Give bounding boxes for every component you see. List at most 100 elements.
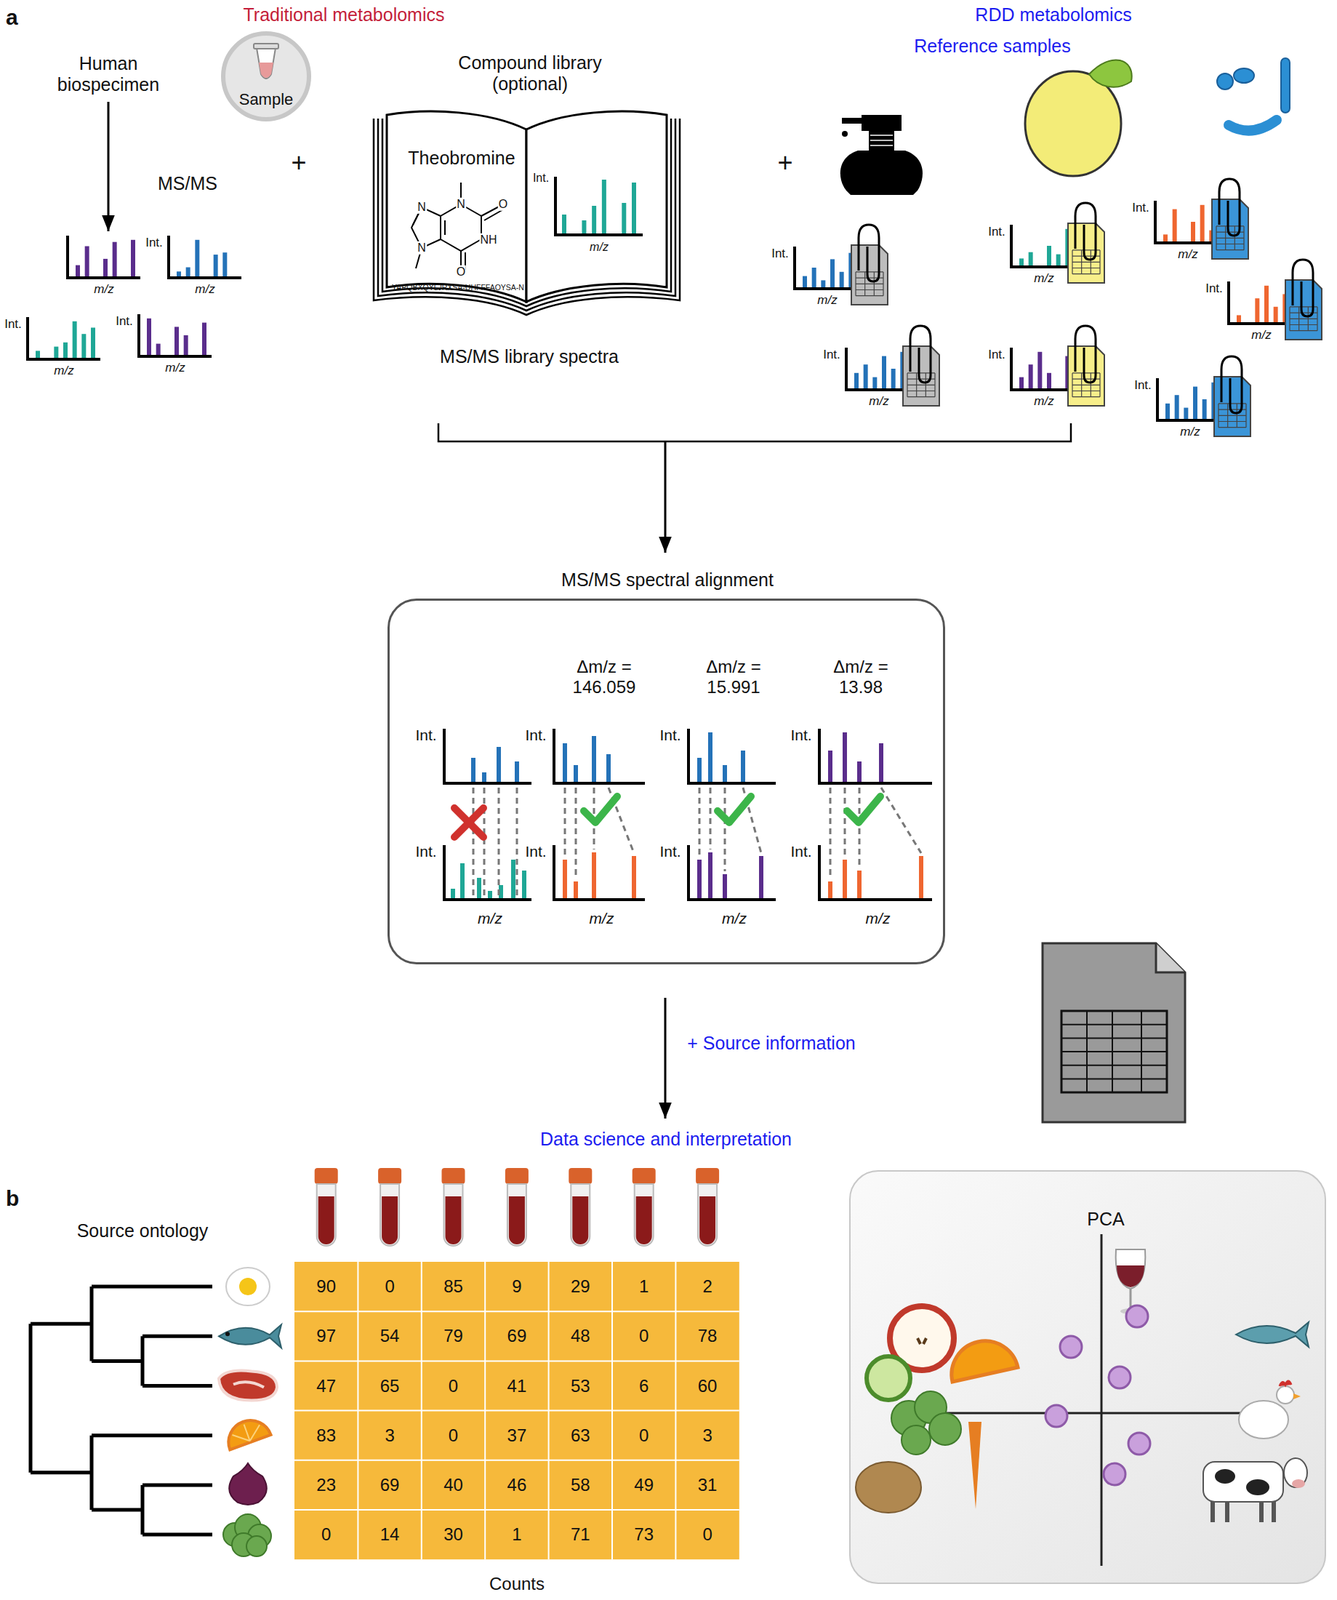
- spectrum-peak: [606, 753, 611, 782]
- group-heading: Reference samples: [913, 35, 1071, 57]
- file-grid: [1099, 372, 1100, 397]
- axis-label: m/z: [53, 363, 74, 379]
- axis-label: m/z: [868, 394, 889, 409]
- file-grid: [1072, 384, 1100, 386]
- axis-label: m/z: [865, 909, 891, 927]
- chicken-beak: [1293, 1392, 1301, 1399]
- axis-label: Int.: [524, 842, 546, 861]
- spectrum-peak: [112, 242, 118, 277]
- file-grid: [1081, 250, 1082, 275]
- file-grid: [934, 372, 935, 397]
- blood-tube-cap: [568, 1167, 592, 1184]
- spectrum-peak: [581, 220, 586, 234]
- chicken-comb: [1279, 1380, 1292, 1386]
- alignment-panel: [819, 728, 933, 900]
- spectrum-peak: [63, 342, 68, 358]
- count-cell: 79: [443, 1326, 464, 1347]
- soap-drop: [841, 130, 848, 137]
- spectrum-peak: [511, 859, 516, 898]
- file-grid: [1218, 420, 1247, 422]
- section-heading: RDD metabolomics: [974, 4, 1132, 26]
- spectrum-peak: [1190, 221, 1196, 242]
- count-cell: 58: [570, 1474, 591, 1495]
- axis-label: m/z: [1033, 271, 1054, 286]
- file-grid: [1071, 250, 1073, 275]
- alignment-dash: [858, 787, 861, 868]
- sample-score-dot: [1103, 1462, 1126, 1485]
- spectrum-peak: [697, 757, 702, 782]
- table-grid: [294, 1310, 740, 1312]
- wine: [1116, 1265, 1145, 1287]
- spectrum-peak: [1236, 314, 1242, 323]
- blood-tube-cap: [314, 1167, 339, 1184]
- table-grid: [294, 1409, 740, 1412]
- data-file-icon: [851, 245, 888, 305]
- mass-shift: Δm/z = 13.98: [817, 656, 905, 697]
- count-cell: 69: [507, 1326, 528, 1347]
- orange-slice: [222, 1414, 272, 1450]
- file-grid: [1061, 1023, 1167, 1026]
- alignment-dash: [844, 787, 847, 857]
- file-grid: [873, 271, 875, 296]
- spectrum-peak: [183, 335, 189, 355]
- node-label: Sample: [239, 90, 294, 109]
- spectrum-peak: [476, 877, 482, 898]
- inchikey: YAPQBXQYLJRXSA-UHFFFAOYSA-N: [391, 282, 525, 292]
- meat-fat: [233, 1381, 264, 1387]
- file-grid: [1289, 324, 1318, 325]
- alignment-dash: [724, 787, 727, 871]
- spectrum-peak: [1254, 298, 1260, 323]
- lettuce-icon: [223, 1513, 272, 1556]
- axis-label: Int.: [1134, 378, 1152, 393]
- chicken-body: [1238, 1400, 1289, 1439]
- spectrum-peak: [1046, 372, 1052, 389]
- count-cell: 54: [380, 1326, 400, 1347]
- spectrum-peak: [759, 855, 764, 898]
- blood-tube: [444, 1183, 464, 1246]
- file-grid: [1061, 1078, 1167, 1080]
- alignment-box: MS/MS spectral alignmentΔm/z = 146.059Δm…: [387, 598, 946, 965]
- orange-segments: [230, 1419, 264, 1446]
- file-grid: [1298, 306, 1300, 331]
- spectrum-peak: [839, 271, 845, 288]
- panel-letter: a: [5, 5, 19, 31]
- bacterium-icon: [1233, 68, 1255, 83]
- spectrum-peak: [90, 327, 96, 359]
- count-cell: 0: [702, 1523, 712, 1545]
- blood-tube: [697, 1183, 717, 1246]
- match-check: [583, 796, 618, 823]
- count-cell: 73: [633, 1523, 654, 1545]
- spectrum-plot: [138, 314, 212, 357]
- merge-bracket: [438, 423, 1071, 442]
- file-grid: [1243, 226, 1244, 251]
- spectrum-peak: [1037, 351, 1042, 389]
- cow-nose: [1291, 1478, 1306, 1488]
- count-cell: 23: [316, 1474, 336, 1495]
- file-grid: [1216, 237, 1244, 239]
- spectrum-peak: [854, 372, 859, 389]
- spectrum-peak: [1165, 403, 1170, 419]
- count-cell: 3: [384, 1424, 395, 1446]
- atom-label: N: [416, 200, 427, 214]
- paperclip: [910, 325, 931, 383]
- axis-label: m/z: [477, 909, 503, 927]
- blood-tube-cap: [505, 1167, 529, 1184]
- spectrum-peak: [601, 179, 607, 234]
- library-heading: Compound library (optional): [442, 52, 618, 95]
- plot-axis: [688, 844, 776, 900]
- axis-label: Int.: [988, 347, 1006, 363]
- file-grid: [1081, 372, 1082, 397]
- spectrum-peak: [146, 318, 152, 355]
- bacterium-icon: [1228, 119, 1277, 131]
- spectrum-peak: [802, 276, 807, 288]
- data-file-icon: [1214, 376, 1251, 437]
- axis-label: Int.: [771, 246, 789, 262]
- spectrum-peak: [156, 343, 161, 355]
- axis-label: Int.: [822, 347, 841, 363]
- blood-tube: [507, 1183, 527, 1246]
- paperclip: [1075, 202, 1096, 260]
- spectrum-peak: [460, 862, 465, 898]
- count-cell: 29: [570, 1275, 591, 1297]
- blood-sample: [445, 1195, 462, 1244]
- axis-label: m/z: [589, 240, 609, 254]
